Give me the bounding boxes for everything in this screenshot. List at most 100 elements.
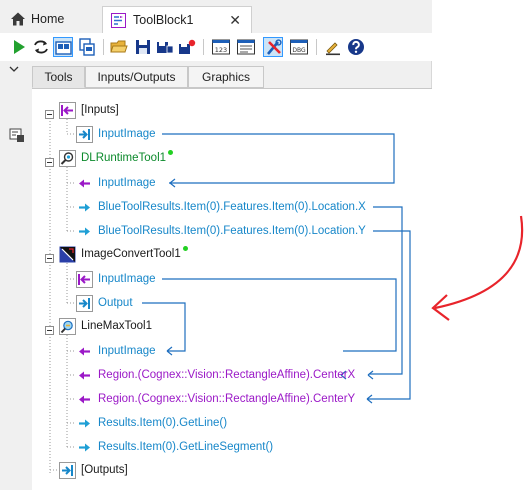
- grid-view-icon: [237, 39, 255, 55]
- node-label: ImageConvertTool1: [81, 248, 181, 260]
- input-terminal-icon: [76, 270, 93, 288]
- open-folder-icon: [110, 40, 128, 53]
- tree-node-inputs[interactable]: [Inputs]: [59, 101, 119, 119]
- save-all-button[interactable]: [177, 37, 197, 57]
- tree-node-dl-output-y[interactable]: BlueToolResults.Item(0).Features.Item(0)…: [76, 222, 366, 240]
- debug-button[interactable]: DBG: [289, 37, 309, 57]
- tree-lines: [49, 115, 411, 475]
- node-label: InputImage: [98, 273, 156, 285]
- tab-tools[interactable]: Tools: [32, 66, 85, 88]
- chevron-down-icon[interactable]: [9, 64, 19, 76]
- pen-button[interactable]: [323, 37, 343, 57]
- linemax-tool-icon: [59, 317, 76, 335]
- input-arrow-icon: [76, 343, 93, 360]
- tree-node-dlruntime-tool[interactable]: DLRuntimeTool1: [59, 149, 174, 167]
- tree-node-dl-input[interactable]: InputImage: [76, 174, 156, 192]
- tree-node-linemax-tool[interactable]: LineMaxTool1: [59, 317, 152, 335]
- annotation-arrow: [431, 215, 524, 321]
- tree-node-input-image[interactable]: InputImage: [76, 125, 156, 143]
- toolbar: 123 DBG: [0, 33, 432, 61]
- status-dot: [168, 149, 174, 155]
- toolbar-separator: [203, 39, 204, 55]
- debug-icon: DBG: [290, 39, 308, 55]
- show-tools-icon: [55, 41, 72, 55]
- output-terminal-icon: [76, 125, 93, 143]
- node-label: Region.(Cognex::Vision::RectangleAffine)…: [98, 393, 356, 405]
- tab-bar: Home ToolBlock1 ✕: [0, 0, 432, 33]
- terminal-icon[interactable]: [9, 127, 25, 143]
- tab-toolblock[interactable]: ToolBlock1 ✕: [102, 6, 252, 33]
- run-icon: [14, 40, 25, 54]
- show-inputs-outputs-button[interactable]: [77, 37, 97, 57]
- save-settings-button[interactable]: [155, 37, 175, 57]
- tree-node-image-convert-tool[interactable]: ImageConvertTool1: [59, 245, 188, 263]
- tab-inputs-outputs[interactable]: Inputs/Outputs: [85, 66, 188, 88]
- tree-node-convert-input[interactable]: InputImage: [76, 270, 156, 288]
- input-arrow-icon: [76, 367, 93, 384]
- save-settings-icon: [157, 42, 174, 54]
- status-dot: [182, 245, 188, 251]
- grid-view-button[interactable]: [236, 37, 256, 57]
- output-arrow-icon: [76, 223, 93, 240]
- node-label: [Inputs]: [81, 104, 119, 116]
- tree-node-linemax-centerx[interactable]: Region.(Cognex::Vision::RectangleAffine)…: [76, 366, 355, 384]
- left-strip: [0, 61, 32, 490]
- open-button[interactable]: [109, 37, 129, 57]
- debug-label: DBG: [292, 47, 306, 54]
- help-button[interactable]: [346, 37, 366, 57]
- image-convert-tool-icon: [59, 246, 76, 263]
- collapse-toggle-inputs[interactable]: [45, 110, 54, 119]
- display-123-icon: 123: [212, 39, 230, 55]
- collapse-toggle-dl[interactable]: [45, 158, 54, 167]
- output-arrow-icon: [76, 199, 93, 216]
- display-123-button[interactable]: 123: [211, 37, 231, 57]
- toolblock-icon: [111, 12, 126, 28]
- output-terminal-icon: [76, 294, 93, 312]
- tab-home[interactable]: Home: [10, 9, 64, 29]
- node-label: BlueToolResults.Item(0).Features.Item(0)…: [98, 201, 366, 213]
- tool-settings-button[interactable]: [263, 37, 283, 57]
- save-button[interactable]: [133, 37, 153, 57]
- output-arrow-icon: [76, 439, 93, 456]
- show-tools-button[interactable]: [53, 37, 73, 57]
- toolbar-separator: [316, 39, 317, 55]
- run-button[interactable]: [9, 37, 29, 57]
- tree-node-result-getsegment[interactable]: Results.Item(0).GetLineSegment(): [76, 438, 273, 456]
- input-arrow-icon: [76, 175, 93, 192]
- tool-settings-icon: [267, 39, 282, 55]
- tool-tree-panel: [Inputs] InputImage DLRuntimeTool1 Input…: [32, 88, 432, 490]
- tree-node-convert-output[interactable]: Output: [76, 294, 133, 312]
- node-label: BlueToolResults.Item(0).Features.Item(0)…: [98, 225, 366, 237]
- save-icon: [136, 40, 150, 54]
- show-inputs-outputs-icon: [79, 38, 95, 56]
- collapse-toggle-linemax[interactable]: [45, 326, 54, 335]
- node-label: [Outputs]: [81, 464, 128, 476]
- loop-run-button[interactable]: [31, 37, 51, 57]
- collapse-toggle-convert[interactable]: [45, 254, 54, 263]
- output-arrow-icon: [76, 415, 93, 432]
- tree-node-linemax-centery[interactable]: Region.(Cognex::Vision::RectangleAffine)…: [76, 390, 355, 408]
- node-label: DLRuntimeTool1: [81, 152, 167, 164]
- tree-node-dl-output-x[interactable]: BlueToolResults.Item(0).Features.Item(0)…: [76, 198, 366, 216]
- numbers-label: 123: [215, 46, 227, 54]
- toolbar-separator: [103, 39, 104, 55]
- help-icon: [348, 39, 364, 55]
- node-label: Output: [98, 297, 133, 309]
- tab-toolblock-label: ToolBlock1: [133, 13, 194, 27]
- tab-graphics[interactable]: Graphics: [188, 66, 264, 88]
- tree-node-outputs[interactable]: [Outputs]: [59, 461, 128, 479]
- tree-node-linemax-input[interactable]: InputImage: [76, 342, 156, 360]
- outputs-terminal-icon: [59, 461, 76, 479]
- save-all-icon: [179, 39, 196, 54]
- close-icon[interactable]: ✕: [229, 11, 241, 28]
- tab-home-label: Home: [31, 12, 65, 26]
- node-label: LineMaxTool1: [81, 320, 152, 332]
- node-label: InputImage: [98, 177, 156, 189]
- loop-run-icon: [34, 40, 48, 54]
- tree-node-result-getline[interactable]: Results.Item(0).GetLine(): [76, 414, 227, 432]
- dl-runtime-tool-icon: [59, 149, 76, 167]
- node-label: Results.Item(0).GetLineSegment(): [98, 441, 274, 453]
- node-label: InputImage: [98, 128, 156, 140]
- node-label: Region.(Cognex::Vision::RectangleAffine)…: [98, 369, 356, 381]
- node-label: Results.Item(0).GetLine(): [98, 417, 228, 429]
